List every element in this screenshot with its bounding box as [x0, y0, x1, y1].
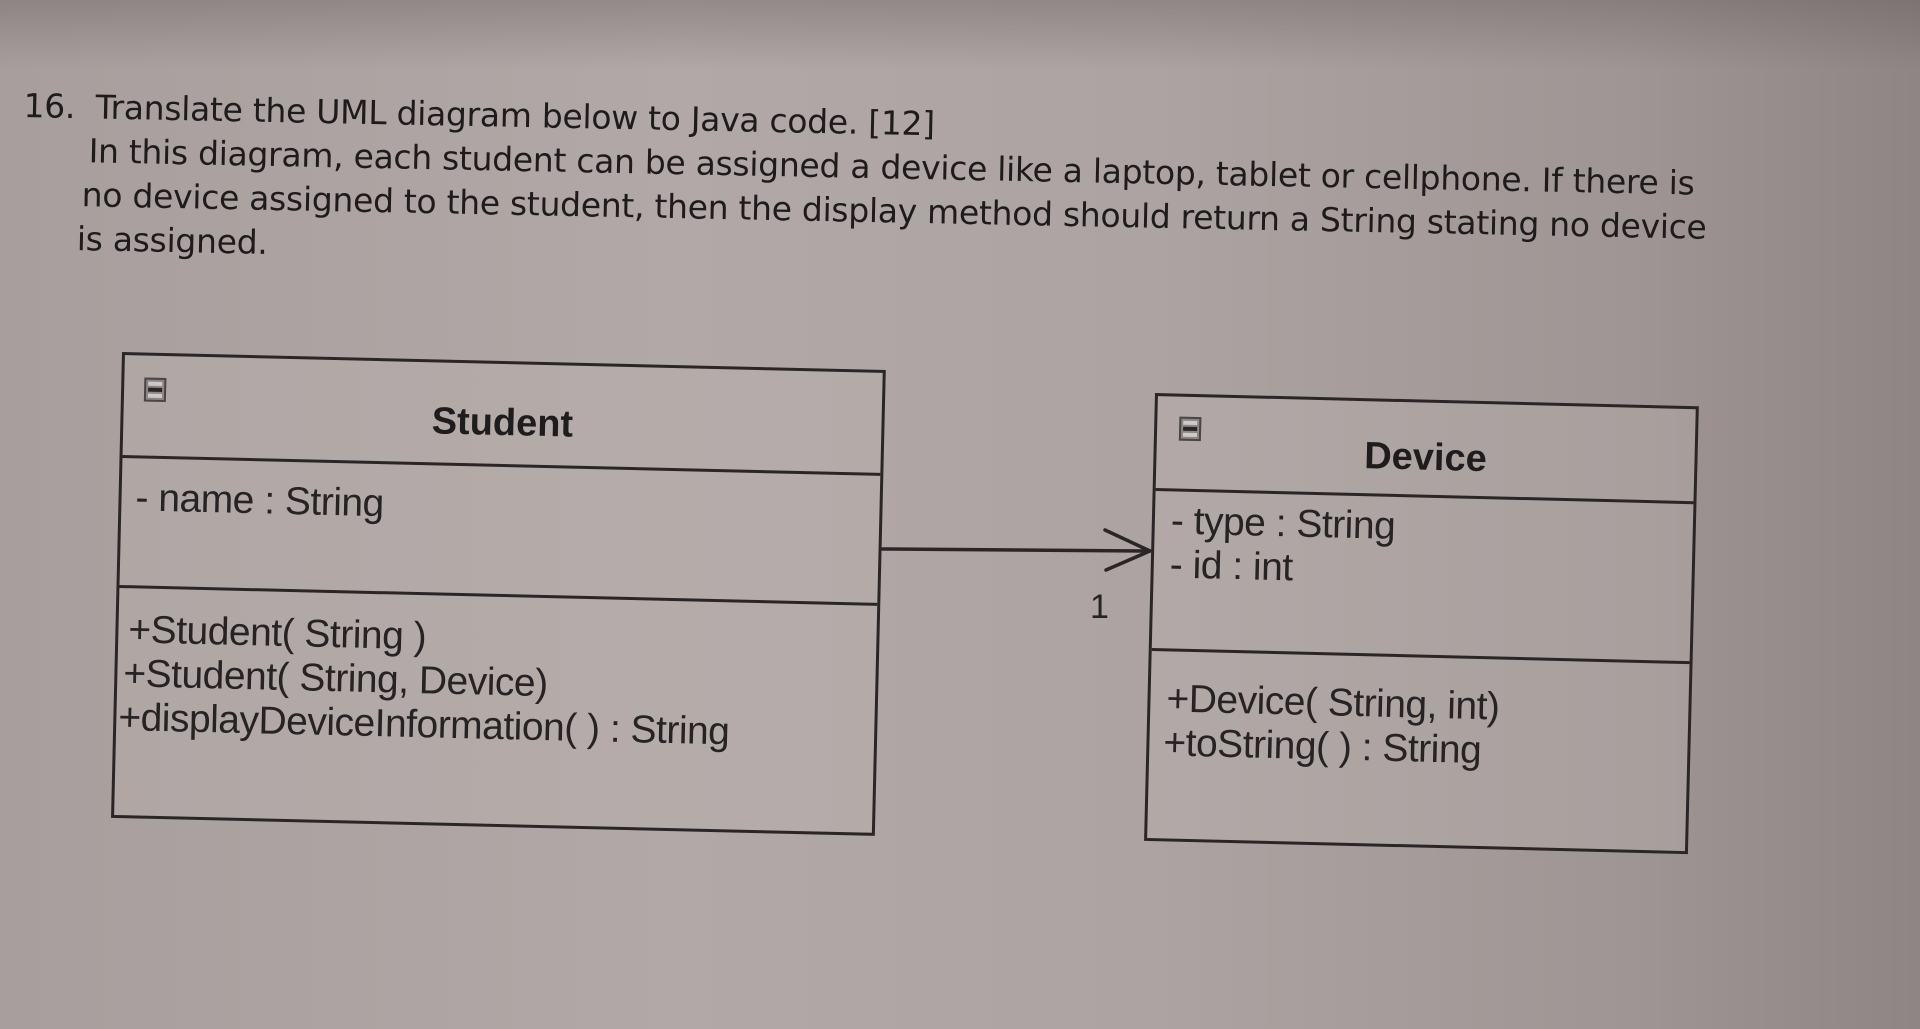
class-student: Student - name : String +Student( String…	[111, 352, 886, 836]
class-student-name: Student	[431, 400, 574, 446]
operation-display-device-information: +displayDeviceInformation( ) : String	[117, 696, 730, 754]
class-device-header: Device	[1155, 396, 1696, 505]
class-student-operations: +Student( String ) +Student( String, Dev…	[114, 588, 877, 833]
operation-to-string: +toString( ) : String	[1162, 721, 1482, 773]
class-student-attributes: - name : String	[119, 458, 881, 606]
class-device-attributes: - type : String - id : int	[1151, 491, 1694, 665]
class-device-operations: +Device( String, int) +toString( ) : Str…	[1147, 651, 1689, 851]
operation-student-constructor-1: +Student( String )	[127, 608, 427, 659]
association-multiplicity: 1	[1090, 588, 1109, 626]
class-device: Device - type : String - id : int +Devic…	[1144, 393, 1699, 855]
attribute-name: - name : String	[135, 476, 385, 526]
attribute-type: - type : String	[1170, 499, 1396, 548]
class-device-name: Device	[1363, 435, 1488, 481]
class-student-header: Student	[122, 355, 883, 476]
attribute-id: - id : int	[1169, 543, 1294, 590]
